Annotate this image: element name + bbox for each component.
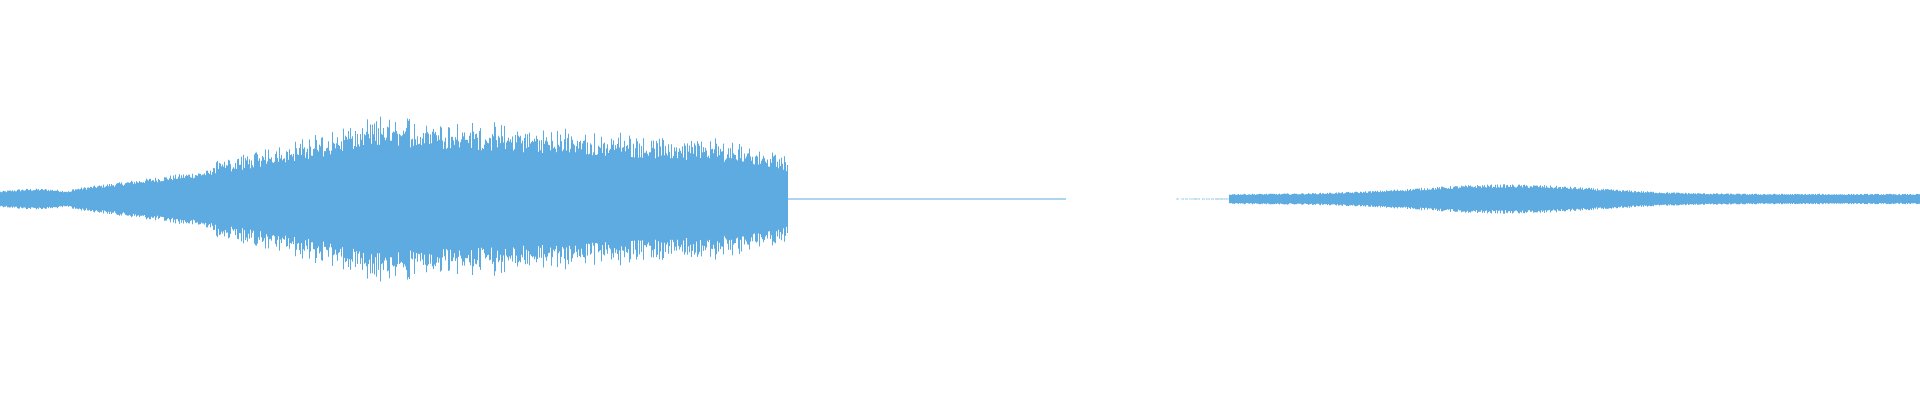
waveform-path [0,116,1920,282]
